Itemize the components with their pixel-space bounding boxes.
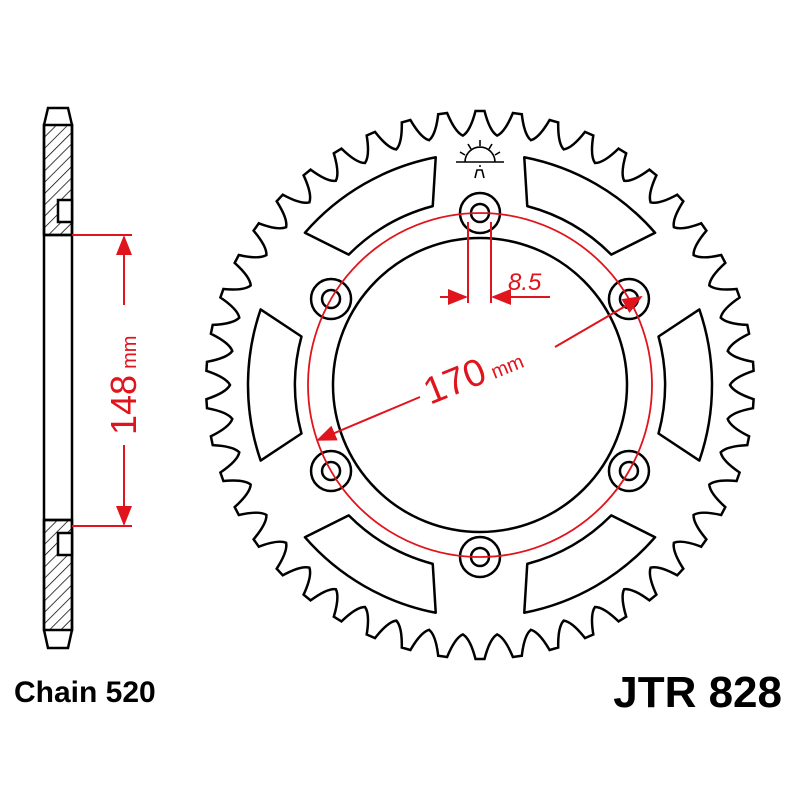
bolt-hole-boss bbox=[458, 535, 502, 579]
bolt-hole-boss bbox=[607, 449, 651, 493]
bolt-hole-boss bbox=[458, 191, 502, 235]
bolt-hole bbox=[618, 460, 640, 482]
lightening-slot bbox=[523, 156, 657, 256]
hole-dimension-label: 8.5 bbox=[508, 269, 542, 296]
lightening-slot bbox=[657, 308, 714, 462]
bolt-hole-boss bbox=[607, 277, 651, 321]
side-profile bbox=[42, 106, 74, 650]
bore-dimension-label: 148mm bbox=[103, 336, 144, 435]
lightening-slot bbox=[303, 156, 437, 256]
bolt-hole-boss bbox=[309, 277, 353, 321]
center-bore bbox=[331, 236, 629, 534]
lightening-slot bbox=[303, 514, 437, 614]
bolt-circle-label: 170mm bbox=[418, 336, 529, 413]
chain-label: Chain 520 bbox=[14, 676, 156, 709]
sprocket-teeth-outline bbox=[205, 109, 755, 661]
bolt-hole bbox=[320, 460, 342, 482]
lightening-slot bbox=[246, 308, 303, 462]
model-label: JTR 828 bbox=[613, 668, 782, 717]
bolt-hole bbox=[320, 288, 342, 310]
sprocket-face bbox=[205, 109, 755, 661]
bore-dimension bbox=[72, 234, 132, 527]
jt-logo bbox=[456, 140, 504, 179]
lightening-slot bbox=[523, 514, 657, 614]
bolt-hole-boss bbox=[309, 449, 353, 493]
bolt-circle-dimension bbox=[307, 212, 653, 558]
hole-dimension bbox=[440, 222, 550, 305]
